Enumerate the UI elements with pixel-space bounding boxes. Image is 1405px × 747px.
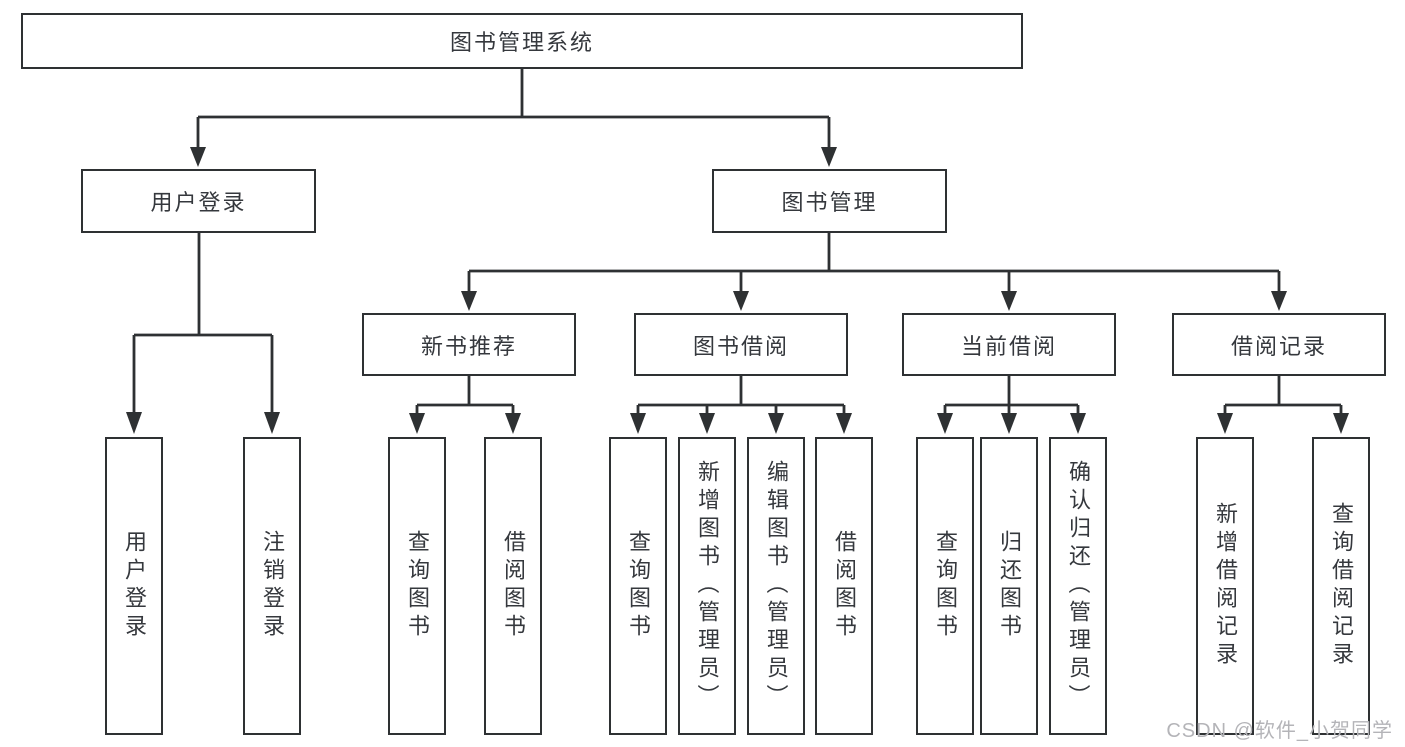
leaf-query-books-current-label: 查询图书 <box>933 530 958 642</box>
arrowhead <box>733 291 749 311</box>
node-current-borrow-label: 当前借阅 <box>960 333 1057 359</box>
leaf-edit-book-admin: 编辑图书（管理员） <box>747 437 805 735</box>
leaf-query-books-current: 查询图书 <box>916 437 974 735</box>
node-borrow-records: 借阅记录 <box>1172 313 1386 376</box>
leaf-logout-label: 注销登录 <box>260 530 285 642</box>
leaf-return-book: 归还图书 <box>980 437 1038 735</box>
watermark: CSDN @软件_小贺同学 <box>1166 720 1393 742</box>
connector-borrow-records-to-leaves <box>1217 376 1349 434</box>
node-book-borrow-label: 图书借阅 <box>692 333 789 359</box>
leaf-user-login-label: 用户登录 <box>122 530 147 642</box>
arrowhead <box>836 413 852 434</box>
connector-root-to-level2 <box>190 69 837 167</box>
leaf-edit-book-admin-label: 编辑图书（管理员） <box>764 459 789 713</box>
node-book-borrow: 图书借阅 <box>634 313 848 376</box>
connector-book-borrow-to-leaves <box>630 376 852 434</box>
leaf-add-borrow-record: 新增借阅记录 <box>1196 437 1254 735</box>
arrowhead <box>630 413 646 434</box>
node-borrow-records-label: 借阅记录 <box>1230 333 1327 359</box>
node-book-management: 图书管理 <box>712 169 947 233</box>
arrowhead <box>505 413 521 434</box>
leaf-return-book-label: 归还图书 <box>997 530 1022 642</box>
node-new-book-recommend-label: 新书推荐 <box>420 333 517 359</box>
node-root: 图书管理系统 <box>21 13 1023 69</box>
arrowhead <box>126 412 142 434</box>
node-current-borrow: 当前借阅 <box>902 313 1116 376</box>
leaf-borrow-books-recommend: 借阅图书 <box>484 437 542 735</box>
arrowhead <box>699 413 715 434</box>
connector-current-borrow-to-leaves <box>937 376 1086 434</box>
arrowhead <box>1001 291 1017 311</box>
leaf-query-borrow-record-label: 查询借阅记录 <box>1329 502 1354 670</box>
arrowhead <box>461 291 477 311</box>
connector-user-login-to-leaves <box>126 233 280 434</box>
leaf-confirm-return-admin: 确认归还（管理员） <box>1049 437 1107 735</box>
connector-book-management-to-level3 <box>461 233 1287 311</box>
connector-new-book-recommend-to-leaves <box>409 376 521 434</box>
node-user-login: 用户登录 <box>81 169 316 233</box>
arrowhead <box>1217 413 1233 434</box>
leaf-query-books-borrow: 查询图书 <box>609 437 667 735</box>
node-new-book-recommend: 新书推荐 <box>362 313 576 376</box>
leaf-borrow-books-borrow-label: 借阅图书 <box>832 530 857 642</box>
leaf-add-book-admin-label: 新增图书（管理员） <box>695 459 720 713</box>
arrowhead <box>190 147 206 167</box>
node-root-label: 图书管理系统 <box>449 30 594 55</box>
leaf-add-book-admin: 新增图书（管理员） <box>678 437 736 735</box>
leaf-query-borrow-record: 查询借阅记录 <box>1312 437 1370 735</box>
node-user-login-label: 用户登录 <box>150 190 247 215</box>
arrowhead <box>1001 413 1017 434</box>
leaf-add-borrow-record-label: 新增借阅记录 <box>1213 502 1238 670</box>
arrowhead <box>768 413 784 434</box>
leaf-query-books-recommend: 查询图书 <box>388 437 446 735</box>
leaf-borrow-books-recommend-label: 借阅图书 <box>501 530 526 642</box>
leaf-query-books-borrow-label: 查询图书 <box>626 530 651 642</box>
leaf-query-books-recommend-label: 查询图书 <box>405 530 430 642</box>
arrowhead <box>1070 413 1086 434</box>
arrowhead <box>1271 291 1287 311</box>
arrowhead <box>409 413 425 434</box>
arrowhead <box>937 413 953 434</box>
node-book-management-label: 图书管理 <box>781 190 878 215</box>
leaf-borrow-books-borrow: 借阅图书 <box>815 437 873 735</box>
arrowhead <box>821 147 837 167</box>
arrowhead <box>264 412 280 434</box>
arrowhead <box>1333 413 1349 434</box>
leaf-logout: 注销登录 <box>243 437 301 735</box>
leaf-confirm-return-admin-label: 确认归还（管理员） <box>1066 459 1091 713</box>
leaf-user-login: 用户登录 <box>105 437 163 735</box>
